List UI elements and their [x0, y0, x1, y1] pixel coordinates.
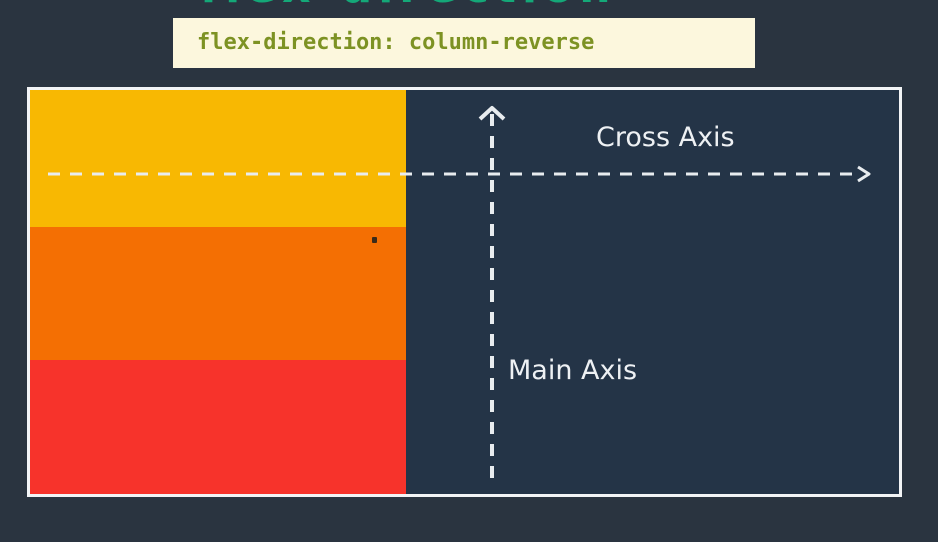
code-label-text: flex-direction: column-reverse [197, 30, 595, 55]
flex-container [27, 87, 902, 497]
cross-axis-label: Cross Axis [596, 122, 735, 153]
flex-item-orange [30, 227, 406, 360]
main-axis-label: Main Axis [508, 355, 638, 386]
page-title-fragment: flex-direction [200, 0, 740, 6]
page-title-text: flex-direction [200, 0, 740, 6]
mouse-cursor [372, 237, 377, 243]
flex-item-red [30, 360, 406, 494]
code-label: flex-direction: column-reverse [173, 18, 755, 68]
flex-item-yellow [30, 90, 406, 227]
